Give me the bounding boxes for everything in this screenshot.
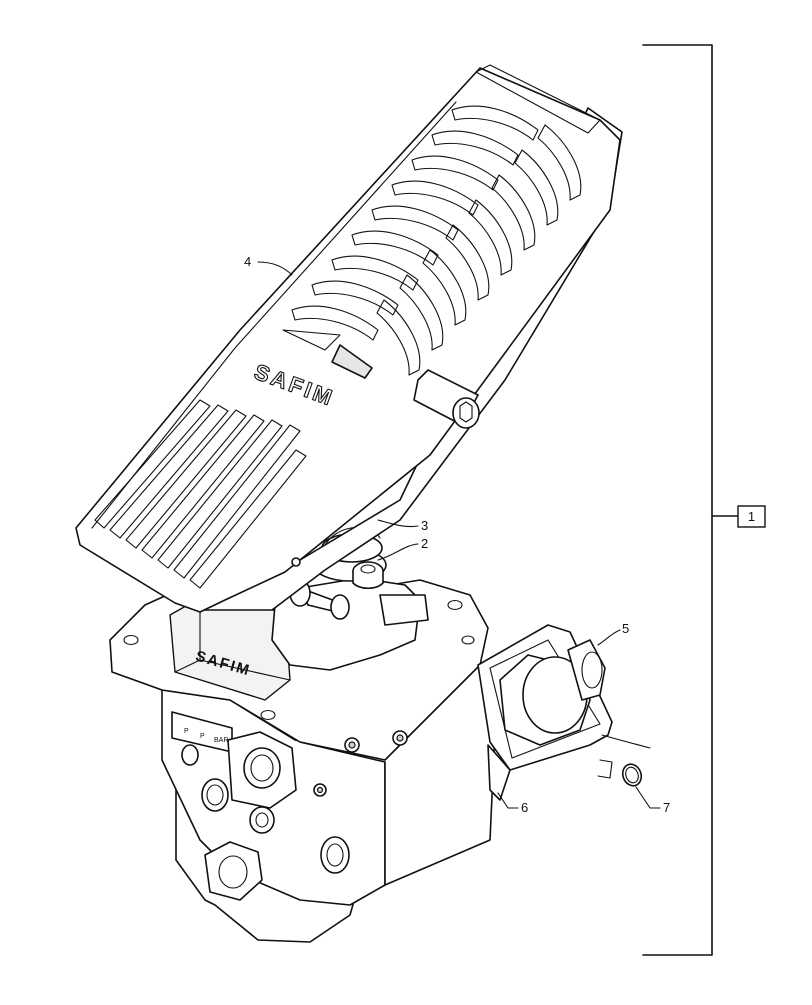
flange-hole [461,635,475,645]
port-opening [320,836,350,874]
screw-socket [316,786,324,794]
o-ring-outer [621,763,643,787]
port-inner [206,784,224,806]
pedal-top-face [75,67,621,613]
callout-6-leader [497,792,519,809]
explode-guides [597,734,651,779]
solenoid-nut-face [581,651,603,689]
screw-socket [348,741,356,749]
callout-4-label: 4 [244,254,251,269]
callout-6-label: 6 [521,800,528,815]
port-opening [249,806,275,834]
assembly-bracket-line [642,44,713,956]
hex-socket-icon [459,401,473,423]
o-ring-inner [625,766,639,784]
assembly-bracket: 1 [642,44,766,956]
port-inner [250,754,274,782]
solenoid-connector [487,744,511,801]
callout-3-label: 3 [421,518,428,533]
port-inner [326,843,344,867]
flange-hole [260,709,276,721]
port-inner [255,812,269,828]
pedal-edge-line [91,101,457,529]
solenoid-coil [477,624,613,801]
callout-2-leader [377,543,419,561]
o-ring [621,763,643,787]
screw-socket [396,734,404,742]
pivot-side-block [379,594,429,626]
callout-1-label: 1 [748,509,755,524]
callout-7-label: 7 [663,800,670,815]
hex-plug-body [204,841,263,901]
plug-body [352,571,384,590]
flange-hole [447,599,463,611]
pedal-screw [291,557,301,567]
callout-1-box [737,505,766,528]
pivot-pin-end [330,594,350,620]
callout-3-leader [377,519,419,528]
plug-socket [360,564,376,574]
body-screws [313,730,408,797]
callout-5-leader [597,629,621,646]
callout-2-label: 2 [421,536,428,551]
port-label-bar: BAR [214,737,228,744]
hex-plug-face [218,855,248,889]
callout-5-label: 5 [622,621,629,636]
pedal-treads-upper [291,105,582,376]
port-opening [181,744,199,766]
solenoid-nut [567,639,606,701]
hydraulic-ports [181,731,350,874]
pedal: SAFIM [75,64,623,613]
explode-guide-line [601,734,651,749]
hex-plug [204,841,263,901]
port-label-p2: P [200,733,205,740]
pedal-stop-pin [413,369,480,429]
callout-4-leader [257,261,293,276]
port-label-p1: P [184,728,189,735]
pedal-toe-rim [475,64,601,134]
pedal-stop-pin-end [452,397,480,429]
callout-7-leader [635,786,661,809]
port-opening [243,747,281,789]
pedal-treads-lower [94,399,307,589]
flange-hole [123,634,139,646]
pedal-arrow-mark [282,329,341,351]
explode-guide-line [597,759,613,779]
pedal-arrow-mark [331,344,373,379]
valve-body: SAFIM P P BAR [109,579,496,943]
callouts: 2 3 4 5 6 7 [244,254,670,815]
port-opening [201,778,229,812]
